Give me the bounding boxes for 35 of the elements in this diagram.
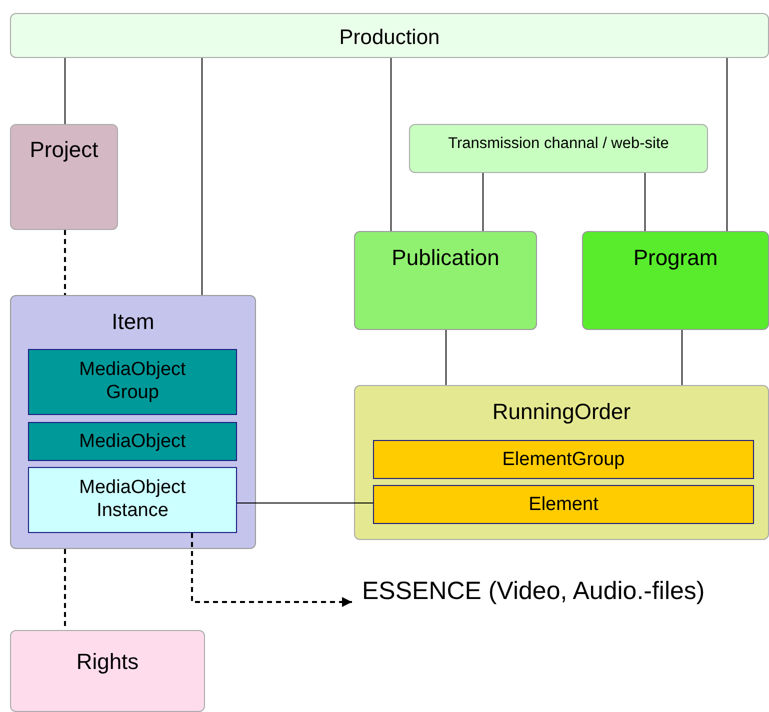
- channel-box: [409, 124, 708, 173]
- item-container: [10, 295, 256, 549]
- node-label: Publication: [390, 245, 500, 272]
- node-label: Project: [28, 137, 100, 164]
- program-box: [582, 231, 769, 330]
- project-box: [10, 124, 118, 230]
- connector-line: [644, 172, 646, 232]
- connector-line: [726, 58, 728, 232]
- node-label: Item: [110, 309, 156, 336]
- node-label: MediaObject Group: [78, 359, 187, 405]
- arrow: [191, 533, 352, 607]
- entity-box: [373, 485, 754, 524]
- rights-box: [10, 630, 205, 712]
- connector-line: [236, 502, 374, 504]
- node-label: MediaObject Instance: [78, 477, 187, 523]
- entity-box: [28, 467, 237, 533]
- connector-line: [482, 172, 484, 232]
- node-label: Element: [528, 494, 600, 517]
- node-label: Transmission channal / web-site: [447, 135, 670, 154]
- node-label: ElementGroup: [501, 449, 626, 472]
- connector-line: [64, 230, 66, 295]
- entity-box: [28, 422, 237, 461]
- node-label: RunningOrder: [491, 399, 632, 426]
- connector-line: [390, 58, 392, 232]
- entity-box: [28, 349, 237, 415]
- production-box: [10, 13, 769, 58]
- node-label: Program: [632, 245, 719, 272]
- node-label: Rights: [75, 649, 140, 676]
- node-label: ESSENCE (Video, Audio.-files): [362, 576, 706, 606]
- entity-box: [373, 440, 754, 479]
- connector-line: [64, 58, 66, 124]
- publication-box: [354, 231, 537, 330]
- node-label: Production: [338, 25, 441, 50]
- node-label: MediaObject: [78, 431, 187, 454]
- running-order-container: [354, 385, 769, 540]
